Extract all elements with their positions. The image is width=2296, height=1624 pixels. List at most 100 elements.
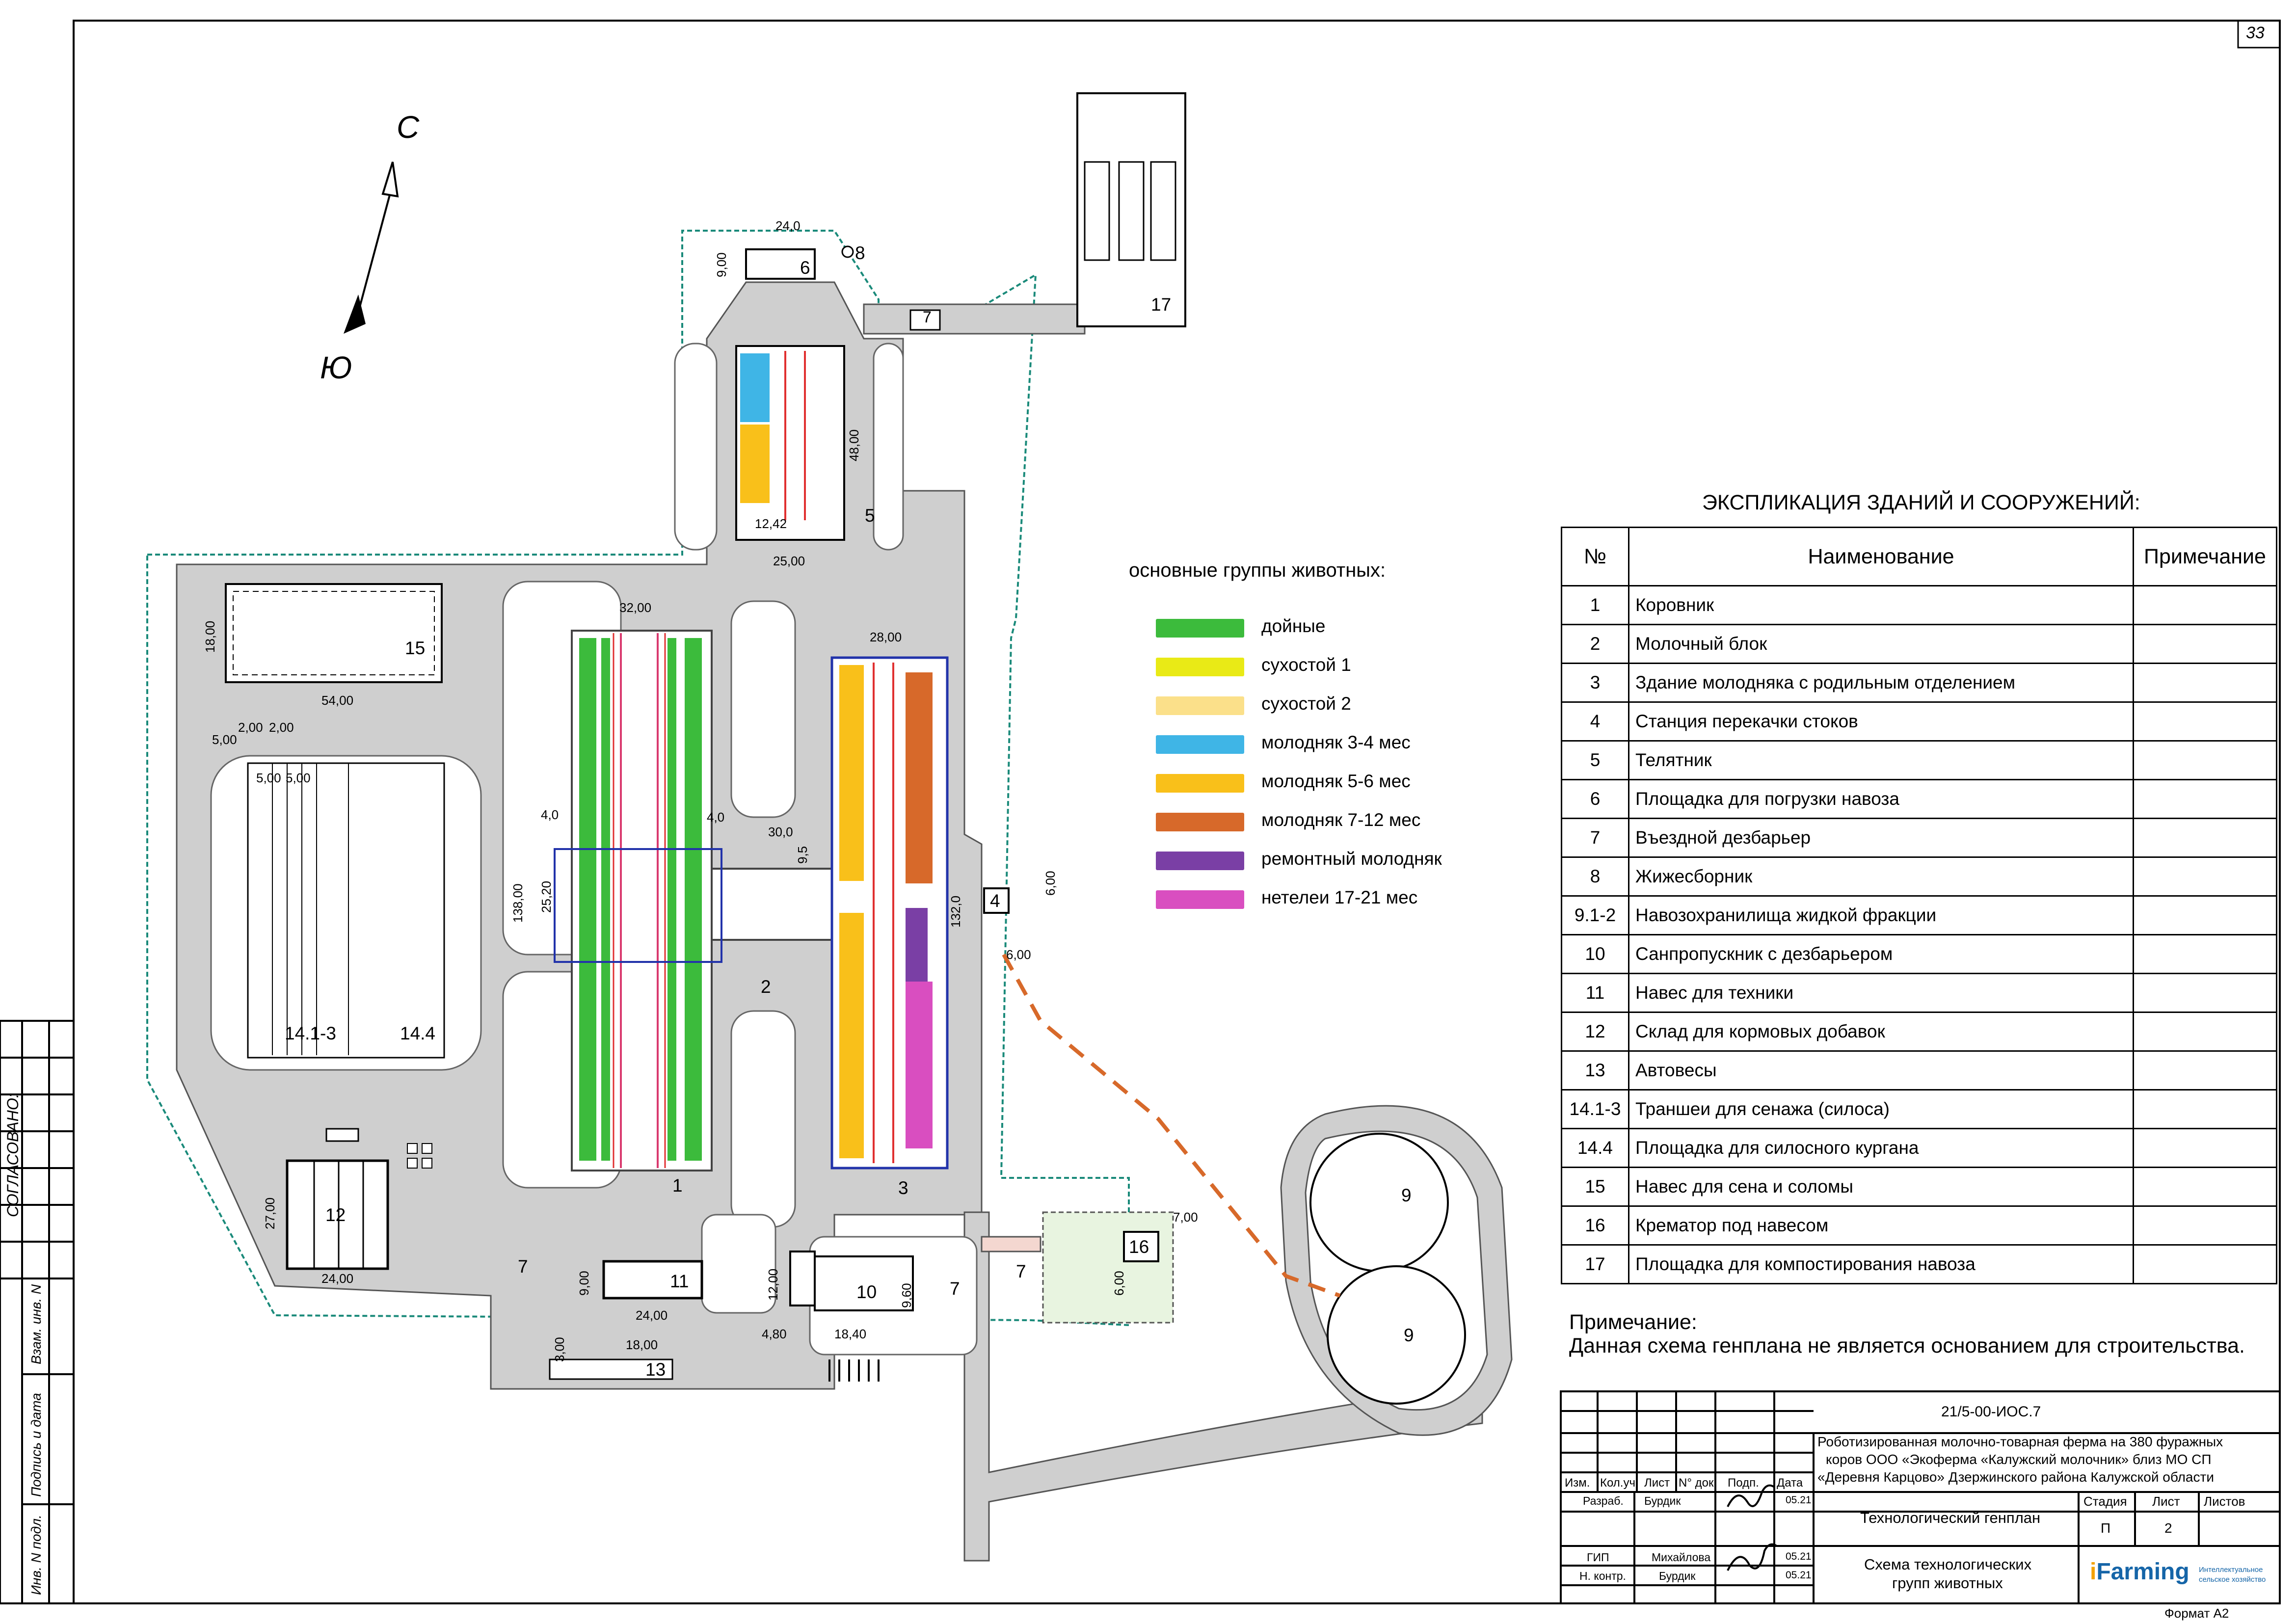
row-number: 14.1-3: [1561, 1089, 1629, 1129]
row-number: 3: [1561, 663, 1629, 703]
header-note: Примечание: [2133, 527, 2277, 586]
label-2: 2: [761, 977, 771, 997]
header-number: №: [1561, 527, 1629, 586]
compass-arrow-icon: [344, 161, 399, 334]
dim-11-width: 24,00: [636, 1308, 668, 1323]
dim-3-length: 132,0: [948, 895, 963, 928]
inv-replace-label: Взам. инв. N: [28, 1284, 44, 1364]
row-number: 6: [1561, 779, 1629, 819]
label-10: 10: [856, 1282, 877, 1302]
building-2: [711, 868, 840, 941]
header-name: Наименование: [1628, 527, 2134, 586]
label-3: 3: [898, 1178, 908, 1198]
legend-label: ремонтный молодняк: [1261, 849, 1442, 869]
row-name: Жижесборник: [1628, 856, 2134, 897]
signature-1: [1727, 1484, 1775, 1507]
building-7-east: [981, 1236, 1041, 1252]
building-7-north: [909, 309, 941, 331]
col-doc: N° док.: [1679, 1476, 1717, 1490]
row-name: Санпропускник с дезбарьером: [1628, 934, 2134, 974]
dim-14-a: 5,00: [212, 732, 237, 747]
row-note: [2133, 934, 2277, 974]
role-control: Н. контр.: [1579, 1570, 1626, 1582]
col-list: Лист: [1644, 1476, 1670, 1490]
legend-swatch: [1156, 658, 1244, 676]
note-title: Примечание:: [1569, 1310, 1697, 1334]
label-7-east: 7: [1016, 1261, 1026, 1281]
role-gip: ГИП: [1587, 1551, 1609, 1564]
row-note: [2133, 701, 2277, 742]
sheets-header: Листов: [2204, 1494, 2245, 1509]
dim-1-gallery-len: 25,20: [539, 880, 554, 913]
label-7-mid: 7: [950, 1278, 960, 1299]
building-14: [247, 762, 445, 1059]
building-6: [745, 248, 816, 280]
label-13: 13: [645, 1359, 666, 1380]
row-number: 12: [1561, 1012, 1629, 1052]
milking-stalls: [579, 638, 702, 1161]
logo-sub-2: сельское хозяйство: [2199, 1575, 2266, 1584]
road-to-compost: [863, 303, 1086, 335]
inv-original-label: Инв. N подл.: [28, 1515, 44, 1595]
dim-5-annex: 12,42: [755, 516, 787, 531]
legend-label: нетелеи 17-21 мес: [1261, 887, 1418, 907]
drawing-title: Технологический генплан: [1860, 1509, 2041, 1526]
legend-title: основные группы животных:: [1129, 559, 1386, 581]
logo-prefix: i: [2090, 1559, 2097, 1585]
dim-10-height: 12,00: [766, 1268, 780, 1301]
date-gip: 05.21: [1786, 1551, 1812, 1562]
row-number: 4: [1561, 701, 1629, 742]
side-stamp: [0, 1020, 75, 1604]
date-control: 05.21: [1786, 1570, 1812, 1581]
legend-label: молодняк 7-12 мес: [1261, 810, 1421, 830]
legend-label: сухостой 1: [1261, 655, 1351, 675]
label-6: 6: [800, 258, 810, 278]
label-5: 5: [865, 506, 875, 526]
slurry-pipe: [1002, 954, 1341, 1298]
dim-14-c: 2,00: [269, 720, 294, 735]
row-number: 10: [1561, 934, 1629, 974]
row-name: Площадка для погрузки навоза: [1628, 779, 2134, 819]
row-name: Навес для сена и соломы: [1628, 1167, 2134, 1207]
row-name: Въездной дезбарьер: [1628, 818, 2134, 858]
building-16-area: [1042, 1211, 1174, 1324]
legend-swatch: [1156, 696, 1244, 715]
label-14-4: 14.4: [400, 1023, 436, 1043]
dim-1-gallery-b: 4,0: [707, 810, 725, 825]
building-15: [225, 583, 443, 683]
sheet-title-1: Схема технологических: [1864, 1556, 2032, 1573]
dim-11-height: 9,00: [577, 1271, 591, 1296]
dim-12-height: 27,00: [263, 1197, 277, 1229]
dim-2-width: 9,5: [795, 846, 810, 864]
row-number: 11: [1561, 973, 1629, 1013]
dim-14-b: 2,00: [238, 720, 263, 735]
logo-sub-1: Интеллектуальное: [2199, 1566, 2263, 1574]
row-name: Коровник: [1628, 585, 2134, 625]
legend-swatch: [1156, 852, 1244, 870]
dim-6-width: 24,0: [775, 218, 801, 233]
row-number: 17: [1561, 1244, 1629, 1284]
title-block: [1560, 1390, 2281, 1604]
compass-north-label: С: [397, 109, 420, 145]
label-8: 8: [855, 243, 865, 263]
dim-13-height: 3,00: [552, 1337, 567, 1362]
label-12: 12: [325, 1205, 346, 1225]
compass-south-label: Ю: [320, 350, 352, 385]
building-13: [549, 1358, 673, 1380]
name-developer: Бурдик: [1644, 1494, 1681, 1507]
row-note: [2133, 1167, 2277, 1207]
dim-6-height: 9,00: [714, 252, 729, 277]
dim-3-width: 28,00: [870, 630, 902, 644]
row-number: 2: [1561, 624, 1629, 664]
project-line-2: коров ООО «Экоферма «Калужский молочник»…: [1826, 1452, 2212, 1467]
sheet-frame: [73, 20, 2281, 1604]
legend-swatch: [1156, 774, 1244, 793]
